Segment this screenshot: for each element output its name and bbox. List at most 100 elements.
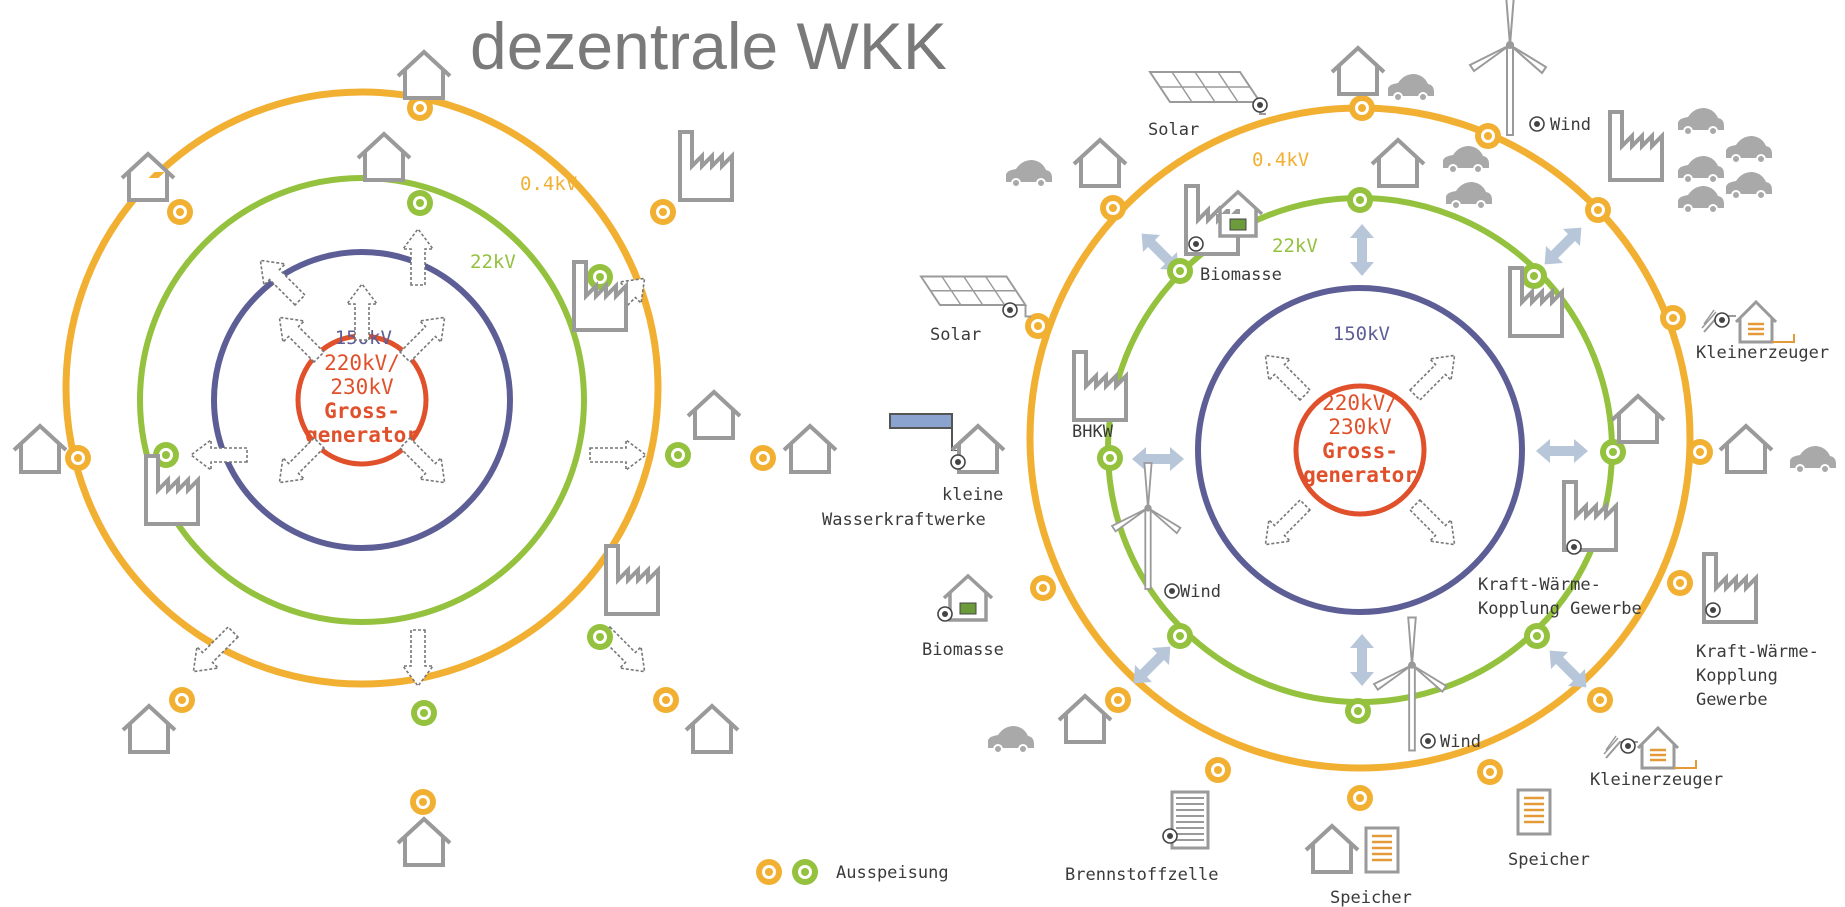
house-icon xyxy=(782,424,838,474)
target-icon xyxy=(1705,602,1721,618)
right-node-middle xyxy=(1521,263,1547,289)
speicher-icon xyxy=(1364,826,1400,874)
right-node-outer xyxy=(1660,305,1686,331)
right-node-outer xyxy=(1667,570,1693,596)
left-diagram: 220kV/ 230kV Gross- generator 0.4kV 22kV… xyxy=(12,50,838,867)
right-label-bhkw: BHKW xyxy=(1072,422,1114,442)
right-node-outer xyxy=(1587,687,1613,713)
right-node-outer xyxy=(1030,575,1056,601)
factory-icon xyxy=(1072,350,1128,422)
right-arrow-ne xyxy=(1403,343,1467,407)
right-arrow-sw xyxy=(1253,493,1317,557)
right-label-speicher-bottom: Speicher xyxy=(1330,888,1412,907)
car-icon xyxy=(1677,107,1725,136)
right-label-solar-top: Solar xyxy=(1148,120,1199,140)
right-label-wind-top: Wind xyxy=(1550,115,1591,135)
fuel-cell-icon xyxy=(1170,790,1210,850)
house-icon xyxy=(356,132,412,182)
right-label-biomasse-inner: Biomasse xyxy=(1200,265,1282,285)
house-icon xyxy=(686,390,742,440)
right-bidir-arrow-s xyxy=(1350,634,1374,686)
right-node-middle xyxy=(1347,187,1373,213)
left-arrow-mid-e xyxy=(589,439,647,471)
diagram-title: dezentrale WKK xyxy=(470,9,947,83)
left-arrow-mid-nw xyxy=(248,248,312,312)
target-icon xyxy=(1620,738,1636,754)
house-icon xyxy=(1718,424,1774,474)
right-label-solar-left: Solar xyxy=(930,325,981,345)
left-node-middle xyxy=(587,264,613,290)
right-node-outer xyxy=(1100,195,1126,221)
right-node-outer xyxy=(1347,785,1373,811)
car-icon xyxy=(1725,135,1773,164)
car-icon xyxy=(987,725,1035,754)
right-core-line3: Gross- xyxy=(1322,439,1398,463)
target-icon xyxy=(1162,828,1178,844)
left-node-outer xyxy=(65,445,91,471)
biomasse-icon xyxy=(1212,190,1264,238)
right-diagram: 220kV/ 230kV Gross- generator 0.4kV 22kV… xyxy=(822,0,1837,907)
target-icon xyxy=(1529,116,1545,132)
left-node-middle xyxy=(587,624,613,650)
right-node-outer xyxy=(1205,757,1231,783)
house-icon xyxy=(1370,138,1426,188)
right-label-wind-bottom: Wind xyxy=(1440,732,1481,752)
left-core-line4: generator xyxy=(305,423,419,447)
right-bidir-arrow-sw xyxy=(1125,638,1179,692)
left-node-outer xyxy=(167,199,193,225)
house-icon xyxy=(1072,138,1128,188)
house-icon xyxy=(1330,46,1386,96)
left-node-outer xyxy=(410,789,436,815)
house-icon xyxy=(120,152,176,202)
right-label-wind-inner-left: Wind xyxy=(1180,582,1221,602)
water-channel-icon xyxy=(889,413,953,429)
house-icon xyxy=(684,704,740,754)
car-icon xyxy=(1677,185,1725,214)
right-node-outer xyxy=(1477,759,1503,785)
speicher-icon xyxy=(1516,788,1552,836)
right-node-middle xyxy=(1167,623,1193,649)
right-label-biomasse-outer: Biomasse xyxy=(922,640,1004,660)
right-core-line4: generator xyxy=(1303,463,1417,487)
house-icon xyxy=(12,424,68,474)
kleinerzeuger-icon xyxy=(1602,726,1698,770)
right-node-outer xyxy=(1105,687,1131,713)
left-core-line3: Gross- xyxy=(324,399,400,423)
right-node-middle xyxy=(1167,258,1193,284)
car-icon xyxy=(1005,159,1053,188)
house-icon xyxy=(1304,824,1360,874)
wind-turbine-icon xyxy=(1373,616,1448,752)
wind-turbine-icon xyxy=(1469,0,1547,136)
right-node-outer xyxy=(1349,95,1375,121)
left-core-line1: 220kV/ xyxy=(324,351,400,375)
left-voltage-middle: 22kV xyxy=(470,251,516,273)
house-icon xyxy=(121,704,177,754)
left-node-outer xyxy=(750,445,776,471)
left-node-outer xyxy=(169,687,195,713)
solar-panel-icon xyxy=(1149,71,1267,115)
right-voltage-middle: 22kV xyxy=(1272,235,1318,257)
wind-turbine-icon xyxy=(1111,462,1182,590)
left-node-middle xyxy=(665,442,691,468)
target-icon xyxy=(937,606,953,622)
legend-orange-node xyxy=(756,859,782,885)
factory-icon xyxy=(1608,110,1664,182)
legend-label: Ausspeisung xyxy=(836,863,949,883)
right-node-outer xyxy=(1475,123,1501,149)
right-voltage-outer: 0.4kV xyxy=(1252,149,1309,171)
target-icon xyxy=(1252,97,1268,113)
right-node-outer xyxy=(1585,197,1611,223)
right-label-kwk-outer-1: Kraft-Wärme- xyxy=(1696,642,1819,662)
legend-green-node xyxy=(792,859,818,885)
right-label-kwk-outer-2: Kopplung xyxy=(1696,666,1778,686)
right-bidir-arrow-w xyxy=(1132,447,1184,471)
right-bidir-arrow-se xyxy=(1541,642,1595,696)
left-voltage-outer: 0.4kV xyxy=(520,173,577,195)
car-icon xyxy=(1442,145,1490,174)
right-arrow-se xyxy=(1403,493,1467,557)
right-label-brennstoffzelle: Brennstoffzelle xyxy=(1065,865,1219,885)
house-icon xyxy=(396,817,452,867)
target-icon xyxy=(1714,312,1730,328)
car-icon xyxy=(1677,155,1725,184)
